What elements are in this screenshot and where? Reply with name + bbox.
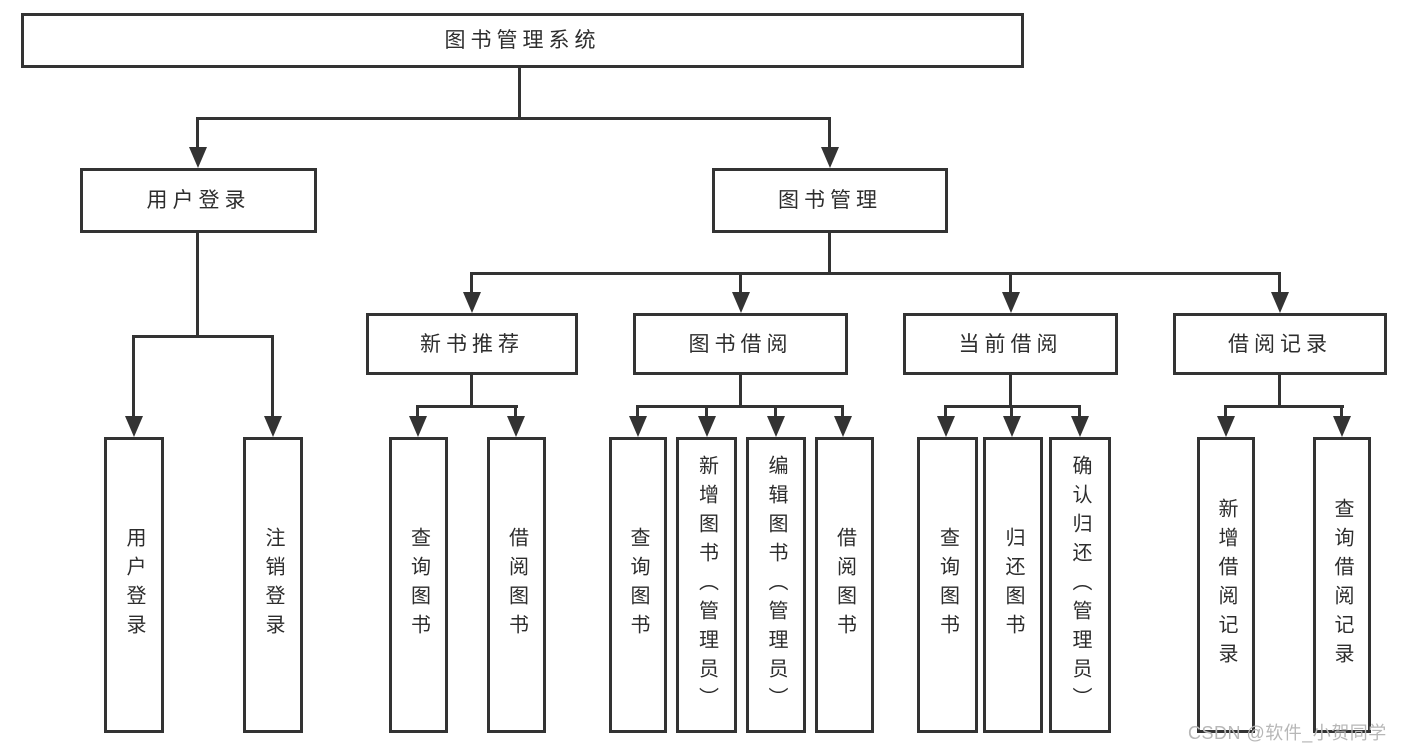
leaf-label: 查询借阅记录 (1331, 498, 1353, 672)
node-label: 图书管理 (778, 189, 882, 212)
connector-line-v (416, 405, 419, 416)
leaf-search-books-current: 查询图书 (917, 437, 978, 733)
connector-line-v (196, 233, 199, 337)
node-label: 当前借阅 (958, 332, 1063, 356)
connector-line-v (1009, 375, 1012, 408)
node-label: 借阅记录 (1228, 332, 1332, 356)
leaf-logout: 注销登录 (243, 437, 303, 733)
connector-line-h (1224, 405, 1344, 408)
connector-line-v (132, 335, 135, 416)
leaf-label: 查询图书 (407, 527, 430, 643)
connector-arrowhead (1333, 416, 1351, 437)
node-label: 新书推荐 (420, 332, 524, 356)
connector-line-v (739, 272, 742, 292)
connector-line-v (828, 233, 831, 275)
connector-line-v (470, 375, 473, 408)
node-book-management: 图书管理 (712, 168, 948, 233)
connector-arrowhead (821, 147, 839, 168)
node-label: 用户登录 (146, 189, 251, 212)
leaf-label: 查询图书 (936, 527, 959, 643)
node-label: 图书管理系统 (444, 29, 601, 52)
node-borrowing-records: 借阅记录 (1173, 313, 1387, 375)
node-library-management-system: 图书管理系统 (21, 13, 1024, 68)
connector-line-v (196, 117, 199, 147)
connector-arrowhead (189, 147, 207, 168)
connector-line-v (470, 272, 473, 292)
leaf-label: 借阅图书 (833, 527, 856, 643)
leaf-label: 新增借阅记录 (1215, 498, 1237, 672)
connector-line-h (133, 335, 274, 338)
leaf-label: 注销登录 (262, 527, 284, 643)
leaf-add-borrow-record: 新增借阅记录 (1197, 437, 1255, 733)
connector-arrowhead (732, 292, 750, 313)
connector-arrowhead (834, 416, 852, 437)
connector-arrowhead (767, 416, 785, 437)
connector-line-v (518, 68, 521, 119)
leaf-label: 编辑图书（管理员） (765, 454, 787, 716)
connector-line-h (636, 405, 844, 408)
leaf-label: 查询图书 (627, 527, 649, 643)
leaf-borrow-books-recommend: 借阅图书 (487, 437, 546, 733)
connector-line-v (271, 335, 274, 416)
node-label: 图书借阅 (688, 332, 793, 356)
connector-arrowhead (1002, 292, 1020, 313)
connector-arrowhead (1071, 416, 1089, 437)
leaf-borrow-books-borrowing: 借阅图书 (815, 437, 874, 733)
leaf-edit-book-admin: 编辑图书（管理员） (746, 437, 806, 733)
leaf-search-borrow-record: 查询借阅记录 (1313, 437, 1371, 733)
connector-arrowhead (125, 416, 143, 437)
leaf-confirm-return-admin: 确认归还（管理员） (1049, 437, 1111, 733)
connector-arrowhead (698, 416, 716, 437)
connector-line-h (197, 117, 831, 120)
connector-arrowhead (264, 416, 282, 437)
connector-arrowhead (1003, 416, 1021, 437)
leaf-user-login: 用户登录 (104, 437, 164, 733)
connector-line-v (1009, 272, 1012, 292)
leaf-label: 用户登录 (123, 527, 145, 643)
connector-line-h (470, 272, 1281, 275)
connector-line-v (739, 375, 742, 408)
connector-line-h (416, 405, 518, 408)
connector-line-v (774, 405, 777, 416)
connector-arrowhead (1271, 292, 1289, 313)
leaf-label: 新增图书（管理员） (695, 454, 718, 716)
leaf-label: 借阅图书 (505, 527, 528, 643)
leaf-search-books-recommend: 查询图书 (389, 437, 448, 733)
connector-line-v (1078, 405, 1081, 416)
leaf-label: 归还图书 (1002, 527, 1024, 643)
connector-line-v (1278, 272, 1281, 292)
connector-line-v (1340, 405, 1343, 416)
connector-arrowhead (409, 416, 427, 437)
node-new-book-recommendation: 新书推荐 (366, 313, 578, 375)
csdn-watermark: CSDN @软件_小贺同学 (1188, 723, 1387, 743)
connector-arrowhead (629, 416, 647, 437)
connector-arrowhead (937, 416, 955, 437)
connector-line-v (514, 405, 517, 416)
leaf-add-book-admin: 新增图书（管理员） (676, 437, 737, 733)
connector-line-v (841, 405, 844, 416)
node-user-login: 用户登录 (80, 168, 317, 233)
connector-line-v (636, 405, 639, 416)
connector-line-v (1224, 405, 1227, 416)
connector-line-v (944, 405, 947, 416)
leaf-search-books-borrowing: 查询图书 (609, 437, 667, 733)
connector-arrowhead (507, 416, 525, 437)
leaf-return-books: 归还图书 (983, 437, 1043, 733)
node-current-borrowing: 当前借阅 (903, 313, 1118, 375)
connector-line-v (1010, 405, 1013, 416)
connector-arrowhead (1217, 416, 1235, 437)
node-book-borrowing: 图书借阅 (633, 313, 848, 375)
connector-arrowhead (463, 292, 481, 313)
connector-line-v (705, 405, 708, 416)
connector-line-v (828, 117, 831, 147)
connector-line-v (1278, 375, 1281, 408)
leaf-label: 确认归还（管理员） (1069, 454, 1091, 716)
